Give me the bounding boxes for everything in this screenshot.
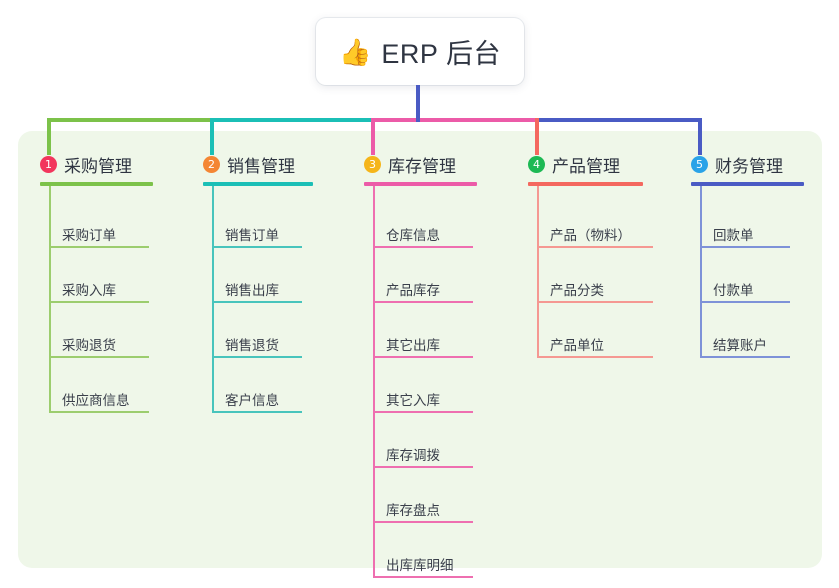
leaf-item-label: 付款单: [713, 283, 754, 298]
leaf-item-underline: [373, 356, 473, 358]
branch-drop-4: [535, 118, 539, 155]
leaf-item-label: 其它入库: [386, 393, 440, 408]
branch-title-label: 产品管理: [552, 157, 620, 176]
leaf-item-label: 产品（物料）: [550, 228, 631, 243]
distribution-bar-segment-4: [535, 118, 702, 122]
leaf-item-label: 销售订单: [225, 228, 279, 243]
leaf-item-label: 销售退货: [225, 338, 279, 353]
branch-drop-1: [47, 118, 51, 155]
leaf-item-label: 采购退货: [62, 338, 116, 353]
leaf-item-underline: [700, 246, 790, 248]
branch-badge-5: 5: [691, 156, 708, 173]
leaf-item-underline: [700, 301, 790, 303]
branch-spine: [49, 186, 51, 413]
leaf-item-underline: [212, 411, 302, 413]
branches-panel: [18, 131, 822, 568]
branch-drop-3: [371, 118, 375, 155]
leaf-item-underline: [212, 301, 302, 303]
branch-spine: [700, 186, 702, 358]
branch-badge-2: 2: [203, 156, 220, 173]
leaf-item-label: 仓库信息: [386, 228, 440, 243]
leaf-item-label: 供应商信息: [62, 393, 130, 408]
leaf-item-underline: [537, 246, 653, 248]
branch-title-label: 库存管理: [388, 157, 456, 176]
leaf-item-label: 客户信息: [225, 393, 279, 408]
branch-badge-1: 1: [40, 156, 57, 173]
branch-title-label: 销售管理: [227, 157, 295, 176]
leaf-item-underline: [49, 246, 149, 248]
leaf-item-underline: [212, 356, 302, 358]
leaf-item-label: 产品分类: [550, 283, 604, 298]
branch-title-label: 财务管理: [715, 157, 783, 176]
branch-spine: [212, 186, 214, 413]
branch-badge-3: 3: [364, 156, 381, 173]
branch-underline: [528, 182, 643, 186]
leaf-item-label: 其它出库: [386, 338, 440, 353]
leaf-item-label: 出库库明细: [386, 558, 454, 573]
leaf-item-underline: [700, 356, 790, 358]
leaf-item-label: 库存调拨: [386, 448, 440, 463]
leaf-item-label: 采购入库: [62, 283, 116, 298]
leaf-item-label: 产品单位: [550, 338, 604, 353]
distribution-bar-segment-2: [210, 118, 375, 122]
leaf-item-underline: [373, 466, 473, 468]
leaf-item-underline: [373, 301, 473, 303]
branch-underline: [364, 182, 477, 186]
branch-drop-2: [210, 118, 214, 155]
leaf-item-underline: [49, 301, 149, 303]
leaf-item-underline: [537, 301, 653, 303]
branch-spine: [373, 186, 375, 578]
leaf-item-underline: [373, 521, 473, 523]
leaf-item-underline: [373, 576, 473, 578]
leaf-item-underline: [373, 411, 473, 413]
branch-drop-5: [698, 118, 702, 155]
leaf-item-underline: [49, 356, 149, 358]
root-trunk-line-cap: [416, 85, 420, 122]
branch-spine: [537, 186, 539, 358]
branch-underline: [203, 182, 313, 186]
leaf-item-underline: [212, 246, 302, 248]
leaf-item-label: 采购订单: [62, 228, 116, 243]
branch-badge-4: 4: [528, 156, 545, 173]
leaf-item-underline: [49, 411, 149, 413]
distribution-bar-segment-3: [371, 118, 539, 122]
branch-underline: [691, 182, 804, 186]
leaf-item-label: 结算账户: [713, 338, 767, 353]
thumbs-up-icon: 👍: [339, 36, 372, 67]
leaf-item-underline: [373, 246, 473, 248]
leaf-item-label: 产品库存: [386, 283, 440, 298]
branch-underline: [40, 182, 153, 186]
distribution-bar-segment-1: [47, 118, 214, 122]
leaf-item-label: 库存盘点: [386, 503, 440, 518]
leaf-item-label: 回款单: [713, 228, 754, 243]
root-node-title: ERP 后台: [381, 39, 501, 69]
root-node[interactable]: 👍 ERP 后台: [316, 18, 524, 85]
branch-title-label: 采购管理: [64, 157, 132, 176]
leaf-item-label: 销售出库: [225, 283, 279, 298]
leaf-item-underline: [537, 356, 653, 358]
